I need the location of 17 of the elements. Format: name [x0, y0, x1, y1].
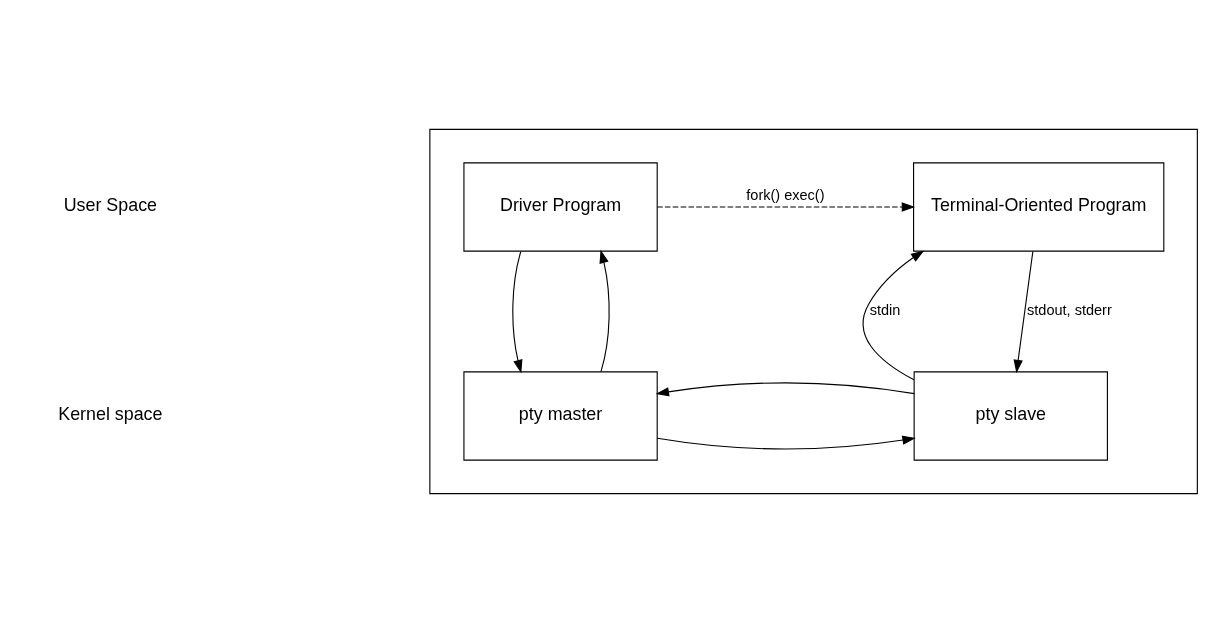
arrow: [655, 382, 915, 397]
node-box: Driver Program: [463, 162, 658, 252]
arrow: [599, 249, 610, 373]
arrow: [862, 250, 925, 381]
arrow: [656, 202, 916, 212]
cluster: [429, 128, 1198, 495]
node-box: pty master: [463, 371, 658, 461]
arrow: [656, 435, 916, 450]
label: User Space: [63, 195, 158, 216]
node-box: Terminal-Oriented Program: [913, 162, 1165, 252]
node-box: pty slave: [913, 371, 1108, 461]
arrow: [1013, 250, 1034, 374]
label: Kernel space: [58, 404, 163, 425]
edge-label: stdout, stderr: [1027, 302, 1112, 319]
edge-label: stdin: [869, 302, 901, 319]
arrow: [512, 250, 523, 374]
edge-label: fork() exec(): [746, 186, 825, 203]
